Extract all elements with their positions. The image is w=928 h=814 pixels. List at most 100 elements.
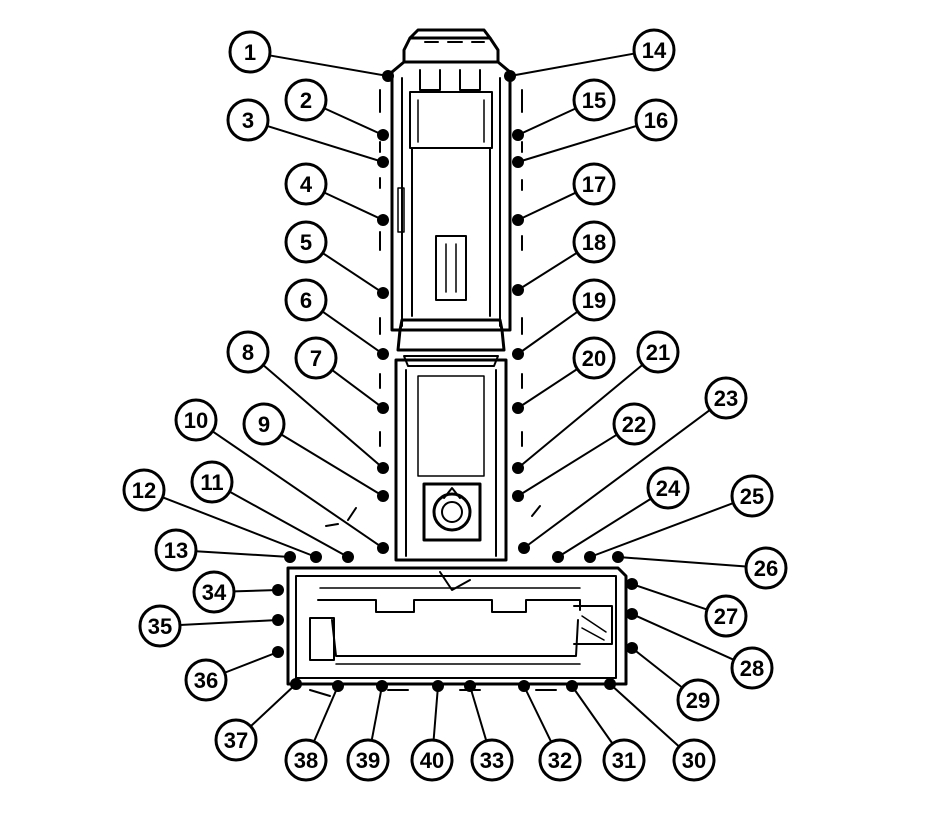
- callout-number: 25: [740, 484, 764, 509]
- leader-line-10: [211, 430, 384, 549]
- callout-number: 3: [242, 108, 254, 133]
- callout-circle: [184, 658, 228, 702]
- callout-number: 13: [164, 538, 188, 563]
- callout-number: 28: [740, 656, 764, 681]
- leader-line-27: [631, 583, 708, 611]
- callout-circle: [634, 98, 678, 142]
- callout-number: 20: [582, 346, 606, 371]
- callout-number: 19: [582, 288, 606, 313]
- callout-31: 31: [602, 738, 646, 782]
- callout-number: 24: [656, 476, 681, 501]
- callout-number: 15: [582, 88, 606, 113]
- leader-line-25: [589, 502, 734, 558]
- callout-circle: [346, 738, 390, 782]
- callout-number: 8: [242, 340, 254, 365]
- callout-circle: [572, 220, 616, 264]
- leader-line-2: [323, 107, 384, 136]
- leader-line-18: [517, 251, 578, 291]
- callout-circle: [676, 678, 720, 722]
- callout-20: 20: [572, 336, 616, 380]
- callout-23: 23: [704, 376, 748, 420]
- callout-22: 22: [612, 402, 656, 446]
- callout-circle: [704, 376, 748, 420]
- callout-circle: [632, 28, 676, 72]
- callout-circle: [174, 398, 218, 442]
- leader-line-8: [262, 364, 384, 469]
- callout-36: 36: [184, 658, 228, 702]
- callout-number: 30: [682, 748, 706, 773]
- leader-line-6: [321, 310, 384, 355]
- callout-34: 34: [192, 570, 236, 614]
- callout-19: 19: [572, 278, 616, 322]
- callout-16: 16: [634, 98, 678, 142]
- callout-circle: [226, 330, 270, 374]
- callout-circle: [242, 402, 286, 446]
- leader-line-38: [313, 685, 339, 743]
- callout-circle: [572, 336, 616, 380]
- callout-1: 1: [228, 30, 272, 74]
- callout-13: 13: [154, 528, 198, 572]
- callout-7: 7: [294, 336, 338, 380]
- callout-circle: [572, 278, 616, 322]
- callout-28: 28: [730, 646, 774, 690]
- callout-circle: [730, 474, 774, 518]
- callout-number: 22: [622, 412, 646, 437]
- leader-line-1: [269, 54, 389, 77]
- callout-number: 40: [420, 748, 444, 773]
- callout-number: 1: [244, 40, 256, 65]
- callout-number: 4: [300, 172, 313, 197]
- callout-circle: [284, 278, 328, 322]
- callout-circle: [228, 30, 272, 74]
- callout-number: 34: [202, 580, 227, 605]
- callout-25: 25: [730, 474, 774, 518]
- leader-line-20: [517, 368, 578, 409]
- callout-circle: [612, 402, 656, 446]
- callout-4: 4: [284, 162, 328, 206]
- leader-line-32: [523, 685, 553, 743]
- leader-line-30: [609, 683, 680, 748]
- callout-39: 39: [346, 738, 390, 782]
- callout-number: 33: [480, 748, 504, 773]
- leader-line-9: [280, 433, 384, 497]
- callout-number: 38: [294, 748, 318, 773]
- callout-circle: [636, 330, 680, 374]
- callout-number: 5: [300, 230, 312, 255]
- leader-line-31: [571, 685, 614, 745]
- callout-10: 10: [174, 398, 218, 442]
- leader-line-36: [224, 651, 279, 674]
- callout-number: 21: [646, 340, 670, 365]
- callout-circle: [154, 528, 198, 572]
- callout-number: 16: [644, 108, 668, 133]
- leader-lines: [162, 52, 747, 748]
- callout-5: 5: [284, 220, 328, 264]
- callout-number: 14: [642, 38, 667, 63]
- callout-number: 18: [582, 230, 606, 255]
- callout-32: 32: [538, 738, 582, 782]
- callout-number: 9: [258, 412, 270, 437]
- callout-17: 17: [572, 162, 616, 206]
- callout-11: 11: [190, 460, 234, 504]
- callout-circle: [122, 468, 166, 512]
- callout-27: 27: [704, 594, 748, 638]
- leader-line-14: [509, 52, 635, 77]
- leader-line-22: [517, 433, 618, 497]
- leader-line-24: [557, 497, 652, 558]
- callout-40: 40: [410, 738, 454, 782]
- callout-37: 37: [214, 718, 258, 762]
- leader-line-37: [249, 683, 297, 728]
- leader-line-11: [229, 490, 349, 558]
- callout-circle: [646, 466, 690, 510]
- callout-number: 12: [132, 478, 156, 503]
- callout-circle: [192, 570, 236, 614]
- leader-line-12: [162, 496, 317, 558]
- callout-circle: [284, 78, 328, 122]
- callout-8: 8: [226, 330, 270, 374]
- callout-circle: [410, 738, 454, 782]
- callout-circle: [704, 594, 748, 638]
- leader-line-15: [517, 107, 577, 136]
- leader-line-34: [233, 589, 279, 593]
- callout-21: 21: [636, 330, 680, 374]
- callout-number: 29: [686, 688, 710, 713]
- callout-9: 9: [242, 402, 286, 446]
